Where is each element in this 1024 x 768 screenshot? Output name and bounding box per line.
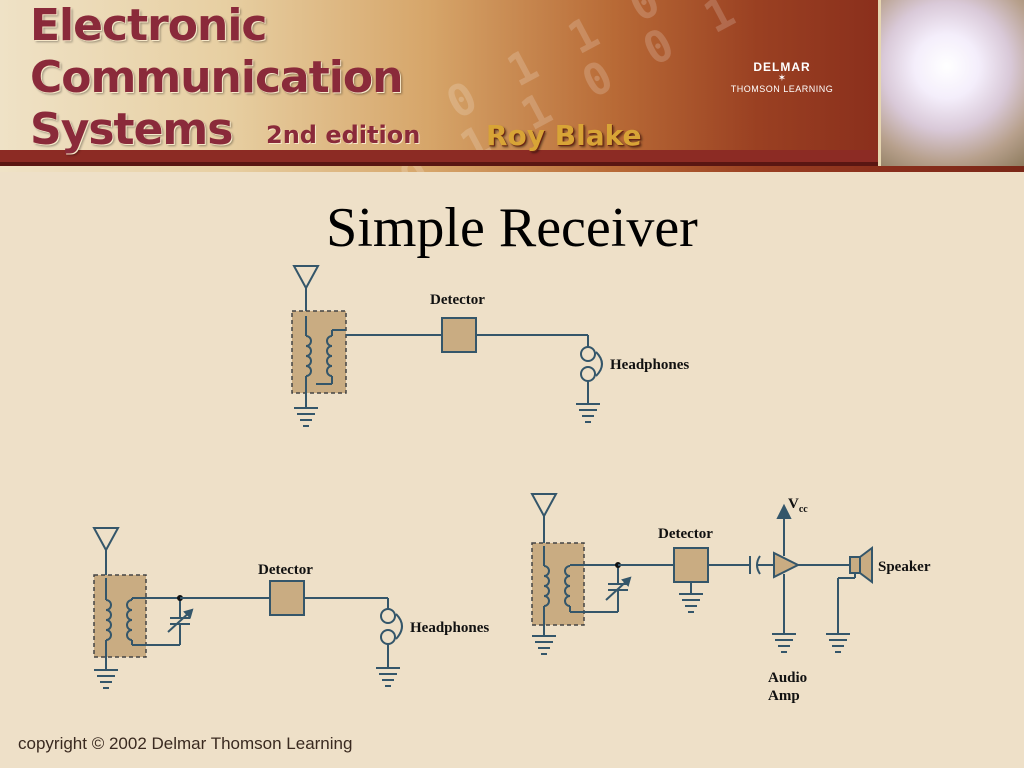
star-icon: ✶ (777, 73, 787, 84)
page-title: Simple Receiver (326, 197, 698, 259)
bottom-right-detector-label: Detector (658, 526, 713, 542)
antenna-icon (292, 265, 320, 316)
book-title-line-1: Electronic (30, 0, 268, 51)
ground-icon (94, 662, 118, 689)
publisher-logo: DELMAR ✶ THOMSON LEARNING (712, 60, 852, 94)
book-title-line-3: Systems (30, 104, 233, 155)
detector-block (269, 580, 305, 616)
bottom-left-headphones-label: Headphones (410, 620, 489, 636)
top-receiver-circuit (291, 265, 603, 427)
antenna-icon (92, 527, 120, 578)
variable-capacitor-icon (605, 565, 632, 612)
amplifier-icon (773, 551, 801, 579)
ground-icon (772, 633, 796, 653)
tuned-circuit-block (93, 574, 147, 658)
speaker-label: Speaker (878, 559, 931, 575)
vcc-label: Vcc (788, 496, 808, 515)
ground-icon (294, 398, 318, 427)
headphones-icon (380, 608, 403, 645)
bottom-left-detector-label: Detector (258, 562, 313, 578)
ground-icon (826, 633, 850, 653)
top-headphones-label: Headphones (610, 357, 689, 373)
ground-icon (532, 630, 556, 655)
variable-capacitor-icon (167, 598, 194, 645)
speaker-icon (849, 546, 873, 584)
vcc-supply-arrow (776, 503, 792, 556)
antenna-icon (530, 493, 558, 546)
header-banner: 1 0 1 1 0 0 1 0 1 1 0 0 1 1 0 1 0 0 1 El… (0, 0, 1024, 172)
detector-block (673, 547, 709, 583)
publisher-line: THOMSON LEARNING (730, 84, 834, 94)
audio-amp-label-line1: Audio (768, 670, 807, 686)
top-detector-label: Detector (430, 292, 485, 308)
book-title-line-2: Communication (30, 52, 403, 103)
ground-icon (376, 667, 400, 687)
ground-icon (576, 403, 600, 423)
copyright-footer: copyright © 2002 Delmar Thomson Learning (18, 734, 353, 753)
book-edition: 2nd edition (266, 121, 421, 149)
bottom-right-receiver-circuit (530, 493, 873, 655)
ground-icon (679, 593, 703, 613)
banner-underline-stripe (0, 150, 878, 166)
publisher-name: DELMAR (753, 60, 811, 74)
book-author: Roy Blake (486, 119, 642, 152)
cover-photo-image (878, 0, 1024, 166)
bottom-left-receiver-circuit (92, 527, 403, 689)
detector-block (441, 317, 477, 353)
headphones-icon (580, 346, 603, 382)
audio-amp-label-line2: Amp (768, 688, 800, 704)
tuned-circuit-block (291, 310, 347, 394)
